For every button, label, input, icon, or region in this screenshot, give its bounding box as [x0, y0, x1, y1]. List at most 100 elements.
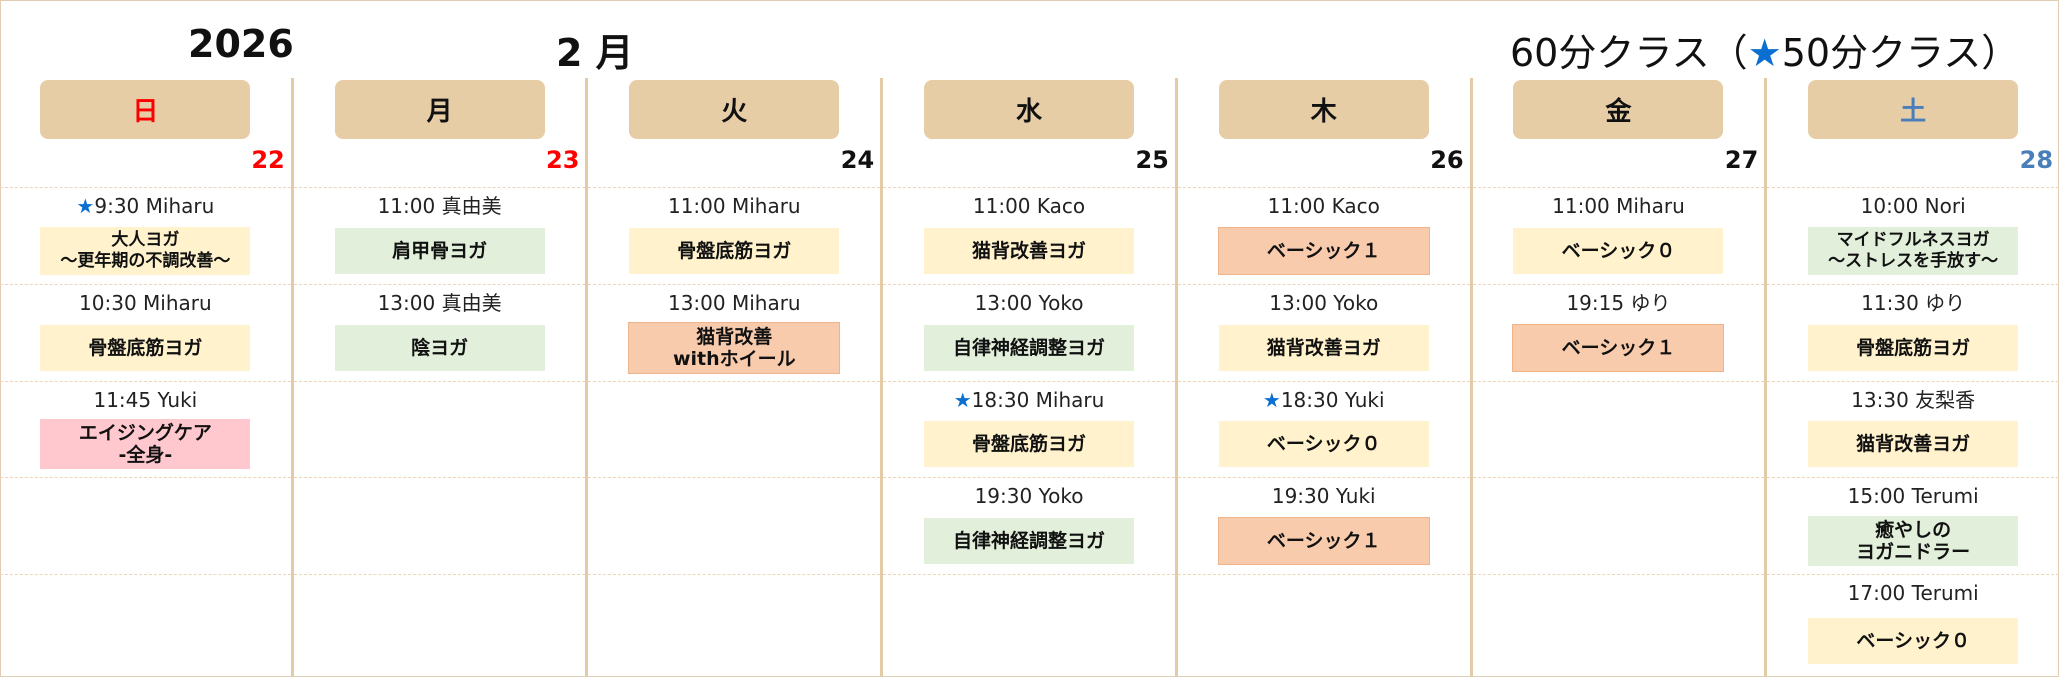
time-slot: 11:00 Kaco 猫背改善ヨガ — [883, 187, 1175, 284]
class-time: 13:30 友梨香 — [1851, 388, 1975, 412]
time-instructor: 13:00 真由美 — [377, 290, 502, 315]
class-name[interactable]: ベーシック１ — [1217, 517, 1430, 566]
time-instructor: 10:30 Miharu — [79, 290, 212, 315]
time-slot: 13:00 真由美陰ヨガ — [293, 283, 586, 381]
time-instructor: 19:30 Yuki — [1271, 484, 1376, 509]
class-time: 10:00 Nori — [1861, 194, 1966, 218]
time-slot — [588, 380, 881, 478]
class-name[interactable]: 肩甲骨ヨガ — [334, 227, 545, 274]
time-slot — [293, 574, 586, 677]
class-time: 13:00 真由美 — [378, 291, 502, 315]
time-slot: 13:00 Miharu 猫背改善 withホイール — [588, 283, 881, 381]
weekday-header: 月 — [334, 80, 545, 139]
time-instructor: 10:00 Nori — [1860, 194, 1966, 218]
time-slots: 11:00 Kaco ベーシック１ 13:00 Yoko 猫背改善ヨガ ★18:30 Y… — [1177, 187, 1470, 677]
time-slot — [0, 574, 291, 677]
date-number: 23 — [546, 146, 580, 174]
time-instructor: 18:30 Yuki — [1280, 387, 1385, 412]
class-time: 19:30 Yuki — [1272, 484, 1376, 508]
class-name[interactable]: 骨盤底筋ヨガ — [629, 227, 840, 274]
time-instructor: 17:00 Terumi — [1847, 581, 1979, 606]
class-name[interactable]: ベーシック１ — [1512, 323, 1725, 372]
time-slot: 10:30 Miharu 骨盤底筋ヨガ — [0, 283, 291, 381]
class-name[interactable]: エイジングケア -全身- — [40, 419, 251, 470]
time-slot: 11:30 ゆり骨盤底筋ヨガ — [1767, 283, 2059, 381]
class-name[interactable]: ベーシック１ — [1217, 226, 1430, 275]
class-name[interactable]: 猫背改善ヨガ — [1218, 324, 1429, 371]
class-time: 11:00 真由美 — [378, 194, 502, 218]
time-slot: 11:00 Miharu ベーシック０ — [1472, 187, 1765, 284]
class-time: 11:00 Miharu — [1552, 194, 1685, 218]
class-name[interactable]: ベーシック０ — [1513, 227, 1724, 274]
time-instructor: 13:00 Yoko — [1269, 290, 1379, 315]
class-time: ★18:30 Yuki — [1263, 388, 1385, 412]
time-instructor: 9:30 Miharu — [94, 194, 215, 218]
class-name[interactable]: ベーシック０ — [1808, 618, 2019, 665]
class-name[interactable]: 猫背改善ヨガ — [924, 227, 1135, 274]
class-name[interactable]: 骨盤底筋ヨガ — [924, 421, 1135, 468]
class-time: 11:45 Yuki — [93, 388, 197, 412]
class-time: 17:00 Terumi — [1848, 581, 1979, 605]
class-name[interactable]: 陰ヨガ — [334, 324, 545, 371]
time-slot — [1177, 574, 1470, 677]
time-instructor: 13:00 Yoko — [974, 290, 1084, 315]
time-slot — [588, 574, 881, 677]
time-slot: 13:00 Yoko 猫背改善ヨガ — [1177, 283, 1470, 381]
class-time: 11:00 Miharu — [668, 194, 801, 218]
time-slot — [883, 574, 1175, 677]
time-slot — [1472, 380, 1765, 478]
weekday-header: 土 — [1808, 80, 2019, 139]
class-name[interactable]: 自律神経調整ヨガ — [924, 324, 1135, 371]
class-name[interactable]: 骨盤底筋ヨガ — [1808, 324, 2019, 371]
class-name[interactable]: 猫背改善 withホイール — [628, 321, 841, 374]
time-slot: 11:45 Yuki エイジングケア -全身- — [0, 380, 291, 478]
time-instructor: 11:00 Kaco — [972, 194, 1086, 218]
weekday-header: 水 — [924, 80, 1135, 139]
class-name[interactable]: マイドフルネスヨガ ～ストレスを手放す～ — [1808, 226, 2019, 275]
time-instructor: 11:30 ゆり — [1861, 290, 1966, 315]
class-time: 13:00 Miharu — [668, 291, 801, 315]
time-slot: 17:00 Terumi ベーシック０ — [1767, 574, 2059, 677]
time-instructor: 19:15 ゆり — [1566, 290, 1671, 315]
class-name[interactable]: 大人ヨガ ～更年期の不調改善～ — [40, 226, 251, 275]
time-instructor: 13:30 友梨香 — [1851, 387, 1976, 412]
time-slots: 11:00 真由美肩甲骨ヨガ 13:00 真由美陰ヨガ — [293, 187, 586, 677]
time-slot: 11:00 Miharu 骨盤底筋ヨガ — [588, 187, 881, 284]
class-name[interactable]: 癒やしの ヨガニドラー — [1808, 516, 2019, 567]
class-time: 11:00 Kaco — [1268, 194, 1380, 218]
time-slot: 13:00 Yoko 自律神経調整ヨガ — [883, 283, 1175, 381]
date-number: 22 — [251, 146, 285, 174]
time-slot — [1472, 574, 1765, 677]
class-time: 10:30 Miharu — [79, 291, 212, 315]
time-slot — [588, 477, 881, 574]
time-slot: 19:30 Yoko 自律神経調整ヨガ — [883, 477, 1175, 574]
class-name[interactable]: 自律神経調整ヨガ — [924, 518, 1135, 565]
time-instructor: 11:00 Miharu — [1552, 194, 1685, 218]
time-slots: 11:00 Kaco 猫背改善ヨガ 13:00 Yoko 自律神経調整ヨガ ★18:30… — [883, 187, 1175, 677]
time-slot: 13:30 友梨香猫背改善ヨガ — [1767, 380, 2059, 478]
class-name[interactable]: ベーシック０ — [1218, 421, 1429, 468]
star-icon: ★ — [1747, 31, 1782, 75]
time-instructor: 19:30 Yoko — [974, 484, 1084, 509]
time-slot: 19:15 ゆりベーシック１ — [1472, 283, 1765, 381]
class-name[interactable]: 骨盤底筋ヨガ — [40, 324, 251, 371]
time-instructor: 11:00 Kaco — [1267, 194, 1380, 218]
time-instructor: 18:30 Miharu — [971, 387, 1105, 412]
star-icon: ★ — [953, 387, 972, 412]
time-instructor: 15:00 Terumi — [1847, 484, 1979, 509]
time-slot — [0, 477, 291, 574]
time-slot: ★18:30 Miharu 骨盤底筋ヨガ — [883, 380, 1175, 478]
class-time: 19:30 Yoko — [975, 484, 1084, 508]
year-label: 2026 — [188, 22, 294, 66]
time-slot — [293, 477, 586, 574]
time-slots: 11:00 Miharu 骨盤底筋ヨガ 13:00 Miharu 猫背改善 withホ… — [588, 187, 881, 677]
time-instructor: 13:00 Miharu — [667, 290, 801, 315]
time-slot: 11:00 Kaco ベーシック１ — [1177, 187, 1470, 284]
class-name[interactable]: 猫背改善ヨガ — [1808, 421, 2019, 468]
